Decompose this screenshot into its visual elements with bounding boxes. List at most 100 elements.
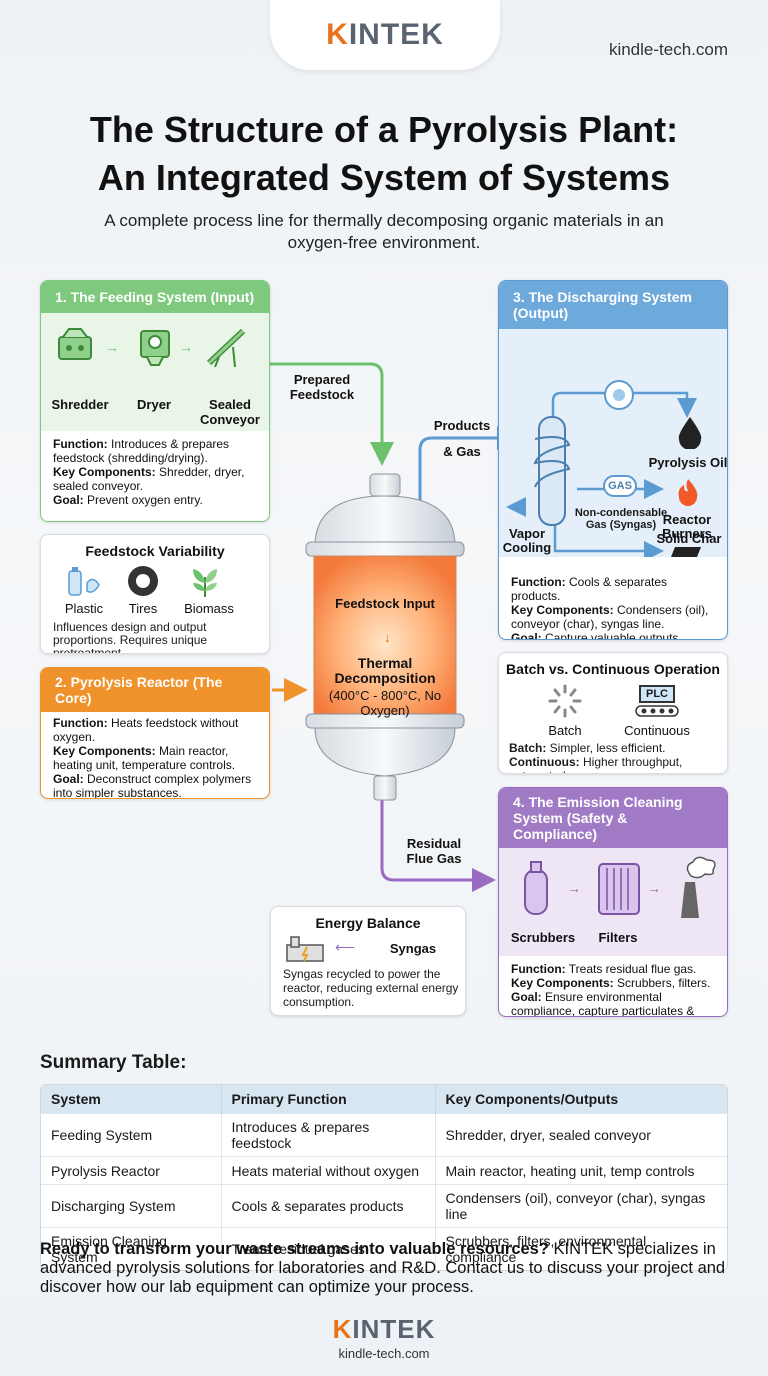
arrow-right-icon: →: [105, 339, 119, 355]
down-arrow-icon: ↓: [384, 630, 391, 645]
operation-text: Batch: Simpler, less efficient. Continuo…: [509, 741, 683, 773]
plastic-label: Plastic: [64, 601, 104, 616]
call-to-action: Ready to transform your waste streams in…: [40, 1240, 726, 1296]
footer-logo: KINTEK: [332, 1314, 436, 1344]
batch-spinner-icon: [548, 684, 582, 718]
shredder-icon: [58, 328, 92, 360]
table-cell: Pyrolysis Reactor: [41, 1156, 221, 1185]
feedstock-variability-card: Feedstock Variability Plastic Tires Biom…: [40, 534, 270, 654]
continuous-label: Continuous: [624, 723, 690, 738]
page-subtitle: A complete process line for thermally de…: [104, 211, 664, 252]
arrow-right-icon: →: [647, 880, 661, 896]
syngas-label: Non-condensable Gas (Syngas): [574, 507, 668, 531]
operation-mode-card: Batch vs. Continuous Operation PLC Batch…: [498, 652, 728, 774]
solid-char-label: Solid Char: [656, 531, 722, 546]
biomass-label: Biomass: [184, 601, 234, 616]
tires-label: Tires: [128, 601, 158, 616]
char-block-icon: [671, 547, 701, 557]
page-title: The Structure of a Pyrolysis Plant:An In…: [89, 109, 679, 198]
pyrolysis-oil-label: Pyrolysis Oil: [648, 455, 728, 470]
products-arrow: [418, 426, 521, 600]
emission-cleaning-card: 4. The Emission Cleaning System (Safety …: [498, 787, 728, 1017]
dryer-icon: [140, 330, 170, 366]
thermal-decomposition-label: Thermal Decomposition: [334, 655, 436, 686]
reactor-description: Function: Heats feedstock without oxygen…: [53, 716, 252, 799]
prepared-feedstock-arrow: [270, 362, 394, 466]
summary-table: System Primary Function Key Components/O…: [40, 1084, 728, 1271]
footer-site-url: kindle-tech.com: [338, 1346, 430, 1361]
scrubber-icon: [524, 861, 548, 915]
tire-icon: [128, 566, 158, 596]
residual-gas-arrow: [380, 800, 496, 892]
feedstock-input-label: Feedstock Input: [335, 596, 435, 611]
power-plant-icon: [286, 936, 324, 962]
column-header: System: [41, 1085, 221, 1114]
gas-cloud-icon: GAS: [603, 475, 637, 497]
feeding-description: Function: Introduces & prepares feedstoc…: [53, 437, 245, 507]
energy-text: Syngas recycled to power the reactor, re…: [283, 967, 459, 1009]
oil-drop-icon: [678, 417, 702, 449]
energy-title: Energy Balance: [315, 915, 421, 931]
reactor-card-title: 2. Pyrolysis Reactor (The Core): [41, 668, 269, 712]
filters-label: Filters: [598, 930, 638, 945]
plc-icon: PLC: [639, 685, 675, 703]
discharging-system-card: 3. The Discharging System (Output) Pyrol…: [498, 280, 728, 640]
filter-icon: [598, 863, 640, 915]
vapor-cooling-label: Vapor Cooling: [502, 526, 552, 555]
biomass-leaf-icon: [193, 569, 217, 597]
site-url: kindle-tech.com: [608, 40, 728, 59]
feeding-system-title: 1. The Feeding System (Input): [41, 281, 269, 313]
table-cell: Condensers (oil), conveyor (char), synga…: [434, 1184, 727, 1228]
discharging-title: 3. The Discharging System (Output): [499, 281, 727, 329]
chimney-smoke-icon: [681, 856, 716, 918]
table-cell: Introduces & prepares feedstock: [220, 1113, 435, 1157]
arrow-left-icon: ⟵: [335, 939, 356, 955]
scrubbers-label: Scrubbers: [510, 930, 576, 945]
operation-title: Batch vs. Continuous Operation: [506, 661, 720, 677]
conveyor-icon: [206, 328, 246, 367]
column-header: Key Components/Outputs: [434, 1085, 727, 1114]
prepared-feedstock-label: Prepared Feedstock: [289, 372, 355, 402]
feeding-system-card: 1. The Feeding System (Input) → → Shredd…: [40, 280, 270, 522]
conveyor-label: Sealed Conveyor: [200, 397, 260, 427]
pyrolysis-reactor: Feedstock Input ↓ Thermal Decomposition …: [300, 470, 470, 810]
reactor-burners-label: Reactor Burners: [662, 512, 712, 541]
variability-text: Influences design and output proportions…: [53, 620, 208, 654]
table-cell: Cools & separates products: [220, 1184, 435, 1228]
summary-heading: Summary Table:: [40, 1052, 187, 1073]
plastic-bottle-icon: [68, 567, 100, 596]
emission-description: Function: Treats residual flue gas. Key …: [511, 962, 711, 1017]
table-cell: Emission Cleaning System: [41, 1227, 221, 1270]
table-cell: Scrubbers, filters, environmental compli…: [434, 1227, 727, 1270]
shredder-label: Shredder: [51, 397, 109, 412]
energy-balance-card: Energy Balance ⟵ Syngas Syngas recycled …: [270, 906, 466, 1016]
reactor-vessel-icon: [305, 473, 465, 801]
flow-arrows: [270, 362, 521, 892]
conveyor-rollers-icon: [635, 705, 679, 717]
table-cell: Feeding System: [41, 1113, 221, 1157]
column-header: Primary Function: [220, 1085, 435, 1114]
variability-title: Feedstock Variability: [85, 543, 225, 559]
table-cell: Treats residual gases: [220, 1227, 435, 1270]
batch-label: Batch: [548, 723, 582, 738]
gas-label: & Gas: [443, 444, 481, 459]
reactor-card: 2. Pyrolysis Reactor (The Core) Function…: [40, 667, 270, 799]
reactor-conditions: (400°C - 800°C, No Oxygen): [328, 688, 442, 718]
dryer-label: Dryer: [137, 397, 171, 412]
table-cell: Discharging System: [41, 1184, 221, 1228]
arrow-right-icon: →: [567, 880, 581, 896]
table-cell: Shredder, dryer, sealed conveyor: [434, 1113, 727, 1157]
arrow-right-icon: →: [179, 339, 193, 355]
discharging-description: Function: Cools & separates products. Ke…: [511, 575, 709, 640]
syngas-energy-label: Syngas: [389, 941, 437, 956]
emission-title: 4. The Emission Cleaning System (Safety …: [499, 788, 727, 848]
products-label: Products: [433, 418, 491, 433]
table-cell: Main reactor, heating unit, temp control…: [434, 1156, 727, 1185]
table-cell: Heats material without oxygen: [220, 1156, 435, 1185]
residual-flue-gas-label: Residual Flue Gas: [406, 836, 462, 866]
flame-icon: [678, 479, 698, 506]
